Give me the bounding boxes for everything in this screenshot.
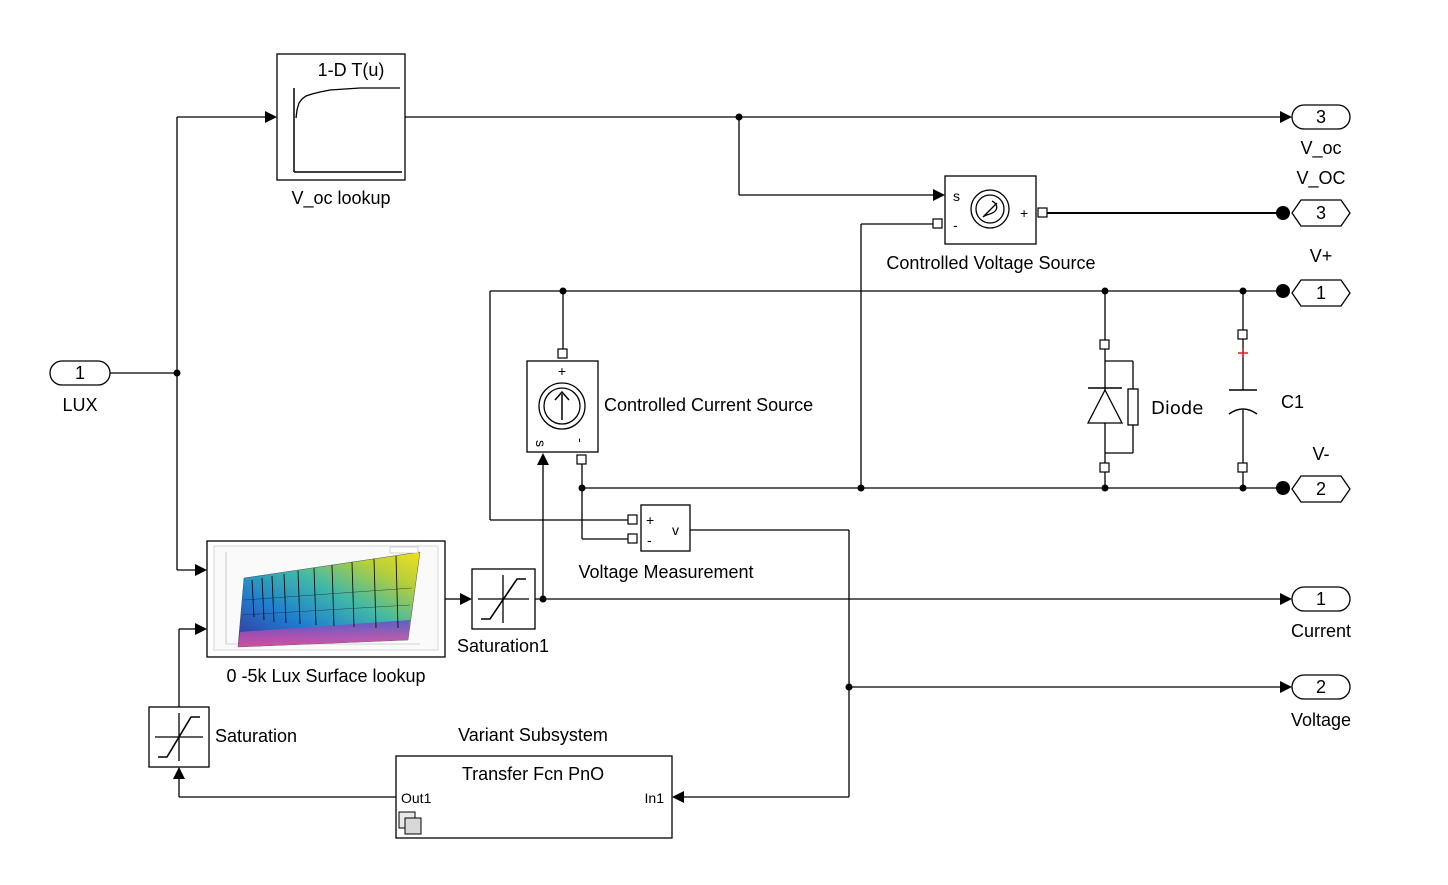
current-source-icon xyxy=(538,382,586,430)
connport-number: 3 xyxy=(1316,203,1326,223)
voltage-source-icon xyxy=(970,189,1010,229)
outport-label: V_oc xyxy=(1300,138,1341,159)
vmeas-port-minus: - xyxy=(647,532,652,548)
outport-number: 2 xyxy=(1316,677,1326,697)
saturation-block[interactable]: Saturation xyxy=(148,706,297,768)
connport-voc[interactable]: V_OC 3 xyxy=(1291,168,1351,227)
surface-plot-thumbnail xyxy=(213,545,439,651)
variant-label: Variant Subsystem xyxy=(458,725,608,745)
vmeas-minus-port[interactable] xyxy=(627,533,638,544)
voc-lookup-label: V_oc lookup xyxy=(291,188,390,209)
connport-number: 1 xyxy=(1316,283,1326,303)
variant-subsystem-block[interactable]: Variant Subsystem Transfer Fcn PnO Out1 … xyxy=(395,725,673,839)
voltage-measurement-block[interactable]: + - v Voltage Measurement xyxy=(578,504,754,582)
controlled-voltage-source-block[interactable]: s - + Controlled Voltage Source xyxy=(886,175,1096,273)
connport-label: V_OC xyxy=(1296,168,1345,189)
connport-label: V- xyxy=(1312,444,1329,464)
connport-vplus[interactable]: V+ 1 xyxy=(1291,246,1351,307)
controlled-current-source-block[interactable]: + s - Controlled Current Source xyxy=(526,348,813,465)
capacitor-block[interactable]: C1 xyxy=(1228,329,1304,473)
diode-anode-port[interactable] xyxy=(1099,339,1110,350)
cvs-port-plus: + xyxy=(1020,205,1028,221)
inport-lux[interactable]: 1 LUX xyxy=(49,360,111,415)
capacitor-minus-port[interactable] xyxy=(1237,462,1248,473)
physical-wires xyxy=(489,206,1290,540)
connport-vminus[interactable]: V- 2 xyxy=(1291,444,1351,503)
ccs-port-plus: + xyxy=(558,363,566,379)
capacitor-plus-port[interactable] xyxy=(1237,329,1248,340)
outport-current[interactable]: 1 Current xyxy=(1291,586,1351,641)
diode-block[interactable]: Diode xyxy=(1086,339,1203,473)
outport-number: 1 xyxy=(1316,589,1326,609)
ccs-port-s: s xyxy=(533,440,549,447)
surface-lookup-label: 0 -5k Lux Surface lookup xyxy=(226,666,425,686)
cvs-port-s: s xyxy=(953,188,960,204)
capacitor-icon xyxy=(1228,339,1258,463)
variant-copy-icon xyxy=(398,811,422,835)
vmeas-label: Voltage Measurement xyxy=(578,562,753,582)
diode-label: Diode xyxy=(1151,398,1203,419)
ccs-plus-port[interactable] xyxy=(557,348,568,359)
variant-port-in: In1 xyxy=(645,790,665,806)
outport-label: Voltage xyxy=(1291,710,1351,730)
outport-voltage[interactable]: 2 Voltage xyxy=(1291,674,1351,730)
signal-wires xyxy=(110,111,1292,803)
lookup-curve-icon xyxy=(293,87,402,173)
saturation-icon xyxy=(155,713,203,761)
vmeas-port-plus: + xyxy=(646,512,654,528)
saturation1-label: Saturation1 xyxy=(457,636,549,656)
inport-label: LUX xyxy=(62,395,97,415)
cvs-port-minus: - xyxy=(953,217,958,233)
saturation-icon xyxy=(478,575,529,623)
voc-lookup-block[interactable]: 1-D T(u) V_oc lookup xyxy=(276,53,406,209)
diode-cathode-port[interactable] xyxy=(1099,462,1110,473)
connport-number: 2 xyxy=(1316,479,1326,499)
inport-number: 1 xyxy=(75,363,85,383)
outport-number: 3 xyxy=(1316,107,1326,127)
capacitor-label: C1 xyxy=(1281,392,1304,412)
variant-inner-label: Transfer Fcn PnO xyxy=(462,764,604,784)
saturation1-block[interactable]: Saturation1 xyxy=(457,568,549,656)
saturation-label: Saturation xyxy=(215,726,297,746)
cvs-minus-port[interactable] xyxy=(932,218,943,229)
diode-icon xyxy=(1086,349,1139,463)
outport-voc[interactable]: 3 V_oc xyxy=(1291,104,1351,159)
connport-label: V+ xyxy=(1310,246,1333,266)
vmeas-port-v: v xyxy=(672,522,679,538)
voc-lookup-title: 1-D T(u) xyxy=(318,60,385,80)
ccs-label: Controlled Current Source xyxy=(604,395,813,415)
vmeas-plus-port[interactable] xyxy=(627,514,638,525)
ccs-minus-port[interactable] xyxy=(576,454,587,465)
ccs-port-minus: - xyxy=(573,438,589,443)
variant-port-out: Out1 xyxy=(401,790,432,806)
cvs-label: Controlled Voltage Source xyxy=(886,253,1095,273)
surface-lookup-block[interactable]: 0 -5k Lux Surface lookup xyxy=(206,540,446,686)
cvs-plus-port[interactable] xyxy=(1037,207,1048,218)
outport-label: Current xyxy=(1291,621,1351,641)
